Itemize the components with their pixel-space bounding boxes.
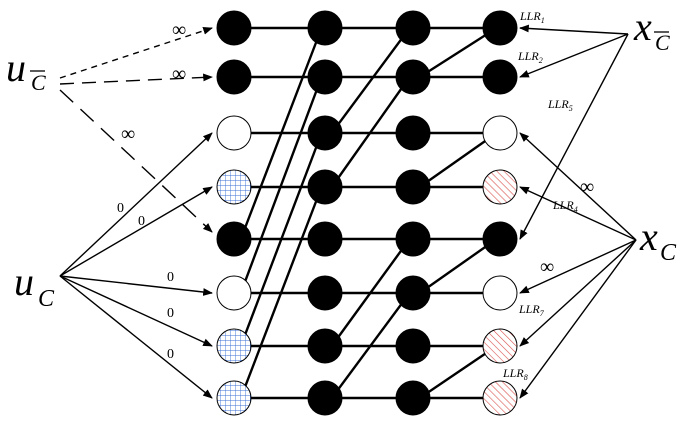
edge-label-inf: ∞ bbox=[580, 176, 594, 198]
llr-arrow bbox=[519, 186, 637, 241]
node-black bbox=[395, 328, 431, 364]
node-black bbox=[395, 169, 431, 205]
x-cbar-label: x bbox=[633, 4, 652, 49]
node-black bbox=[307, 169, 343, 205]
info-arrow bbox=[59, 186, 213, 277]
frozen-arrow bbox=[59, 73, 213, 85]
input-arrows bbox=[59, 24, 637, 399]
node-black bbox=[395, 380, 431, 416]
edge-label-zero: 0 bbox=[138, 214, 145, 229]
node-black bbox=[482, 10, 518, 46]
node-black bbox=[307, 221, 343, 257]
butterfly-wire bbox=[330, 27, 411, 134]
node-black bbox=[307, 380, 343, 416]
llr-arrow bbox=[519, 24, 629, 35]
edge-label-zero: 0 bbox=[167, 270, 174, 285]
butterfly-wires bbox=[234, 26, 500, 400]
node-red-hatch bbox=[482, 328, 518, 364]
butterfly-wire bbox=[330, 76, 411, 188]
butterfly-wire bbox=[330, 238, 411, 347]
x-c-sub: C bbox=[660, 240, 677, 266]
frozen-arrow bbox=[59, 27, 213, 79]
info-arrow bbox=[59, 275, 213, 347]
llr-arrow bbox=[519, 239, 637, 294]
butterfly-wire bbox=[419, 132, 498, 188]
butterfly-wire bbox=[419, 238, 498, 294]
node-blue-grid bbox=[216, 380, 252, 416]
x-cbar-sub: C bbox=[655, 30, 670, 55]
butterfly-wire bbox=[419, 345, 498, 399]
butterfly-wire bbox=[239, 186, 323, 399]
llr-arrow bbox=[519, 239, 637, 399]
edge-label-inf: ∞ bbox=[540, 256, 554, 278]
butterfly-wire bbox=[330, 292, 411, 399]
node-red-hatch bbox=[482, 169, 518, 205]
node-black bbox=[395, 221, 431, 257]
u-cbar-sub: C bbox=[31, 70, 46, 95]
node-white bbox=[216, 275, 252, 311]
u-cbar-label: u bbox=[6, 45, 26, 90]
llr-label: LLR1 bbox=[519, 9, 545, 25]
llr-label: LLR7 bbox=[518, 302, 545, 318]
llr-arrow bbox=[519, 132, 637, 241]
info-arrow bbox=[59, 275, 213, 399]
llr-label: LLR5 bbox=[547, 97, 573, 113]
node-white bbox=[482, 275, 518, 311]
butterfly-wire bbox=[239, 76, 323, 294]
node-black bbox=[395, 275, 431, 311]
llr-label: LLR8 bbox=[502, 366, 528, 382]
node-black bbox=[307, 328, 343, 364]
llr-arrow bbox=[519, 239, 637, 347]
node-black bbox=[482, 221, 518, 257]
llr-label: LLR2 bbox=[517, 49, 543, 65]
node-white bbox=[216, 115, 252, 151]
node-black bbox=[482, 59, 518, 95]
node-black bbox=[395, 10, 431, 46]
edge-label-inf: ∞ bbox=[172, 19, 186, 41]
node-black bbox=[216, 59, 252, 95]
node-black bbox=[395, 59, 431, 95]
info-arrow bbox=[59, 275, 213, 296]
node-black bbox=[307, 115, 343, 151]
edge-label-zero: 0 bbox=[167, 347, 174, 362]
u-c-label: u bbox=[14, 259, 34, 304]
edge-label-inf: ∞ bbox=[172, 63, 186, 85]
x-c-label: x bbox=[639, 214, 658, 259]
llr-label: LLR4 bbox=[552, 198, 578, 214]
node-red-hatch bbox=[482, 380, 518, 416]
edge-label-zero: 0 bbox=[117, 201, 124, 216]
edge-label-zero: 0 bbox=[167, 306, 174, 321]
node-blue-grid bbox=[216, 328, 252, 364]
node-grid bbox=[216, 10, 518, 416]
llr-arrow bbox=[519, 33, 629, 78]
butterfly-wire bbox=[239, 132, 323, 347]
node-black bbox=[307, 275, 343, 311]
node-white bbox=[482, 115, 518, 151]
node-black bbox=[216, 221, 252, 257]
butterfly-wire bbox=[419, 26, 498, 79]
node-black bbox=[216, 10, 252, 46]
node-black bbox=[307, 59, 343, 95]
node-blue-grid bbox=[216, 169, 252, 205]
frozen-arrow bbox=[59, 89, 213, 233]
edge-label-inf: ∞ bbox=[121, 123, 135, 145]
llr-arrow bbox=[519, 33, 629, 240]
info-arrow bbox=[59, 132, 213, 277]
node-black bbox=[395, 115, 431, 151]
u-c-sub: C bbox=[38, 286, 55, 312]
node-black bbox=[307, 10, 343, 46]
butterfly-wire bbox=[239, 27, 323, 240]
